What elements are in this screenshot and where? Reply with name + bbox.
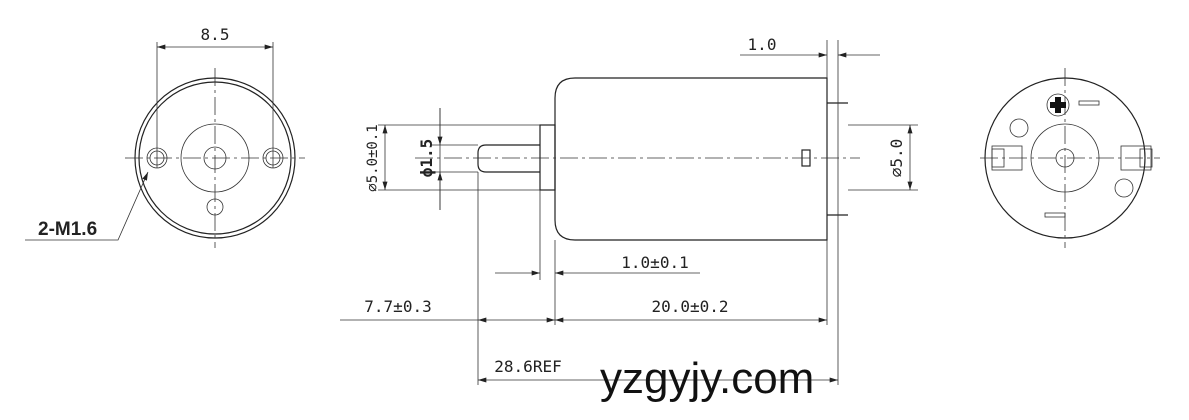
plus-terminal-icon <box>1050 97 1066 113</box>
body-length-dimension: 20.0±0.2 <box>651 297 728 316</box>
shaft-length-dimension: 7.7±0.3 <box>364 297 431 316</box>
front-view: 8.5 2-M1.6 <box>25 25 305 248</box>
boss-length-dimension: 1.0±0.1 <box>621 253 688 272</box>
rear-view <box>980 68 1160 248</box>
rear-diameter-dimension: ⌀5.0 <box>887 139 906 178</box>
watermark: yzgyjy.com <box>600 354 814 403</box>
side-view: ⌀5.0±0.1 ϕ1.5 1.0 ⌀5.0 1.0±0.1 7.7±0.3 2… <box>340 35 918 385</box>
overall-length-dimension: 28.6REF <box>494 357 561 376</box>
shaft-diameter-dimension: ϕ1.5 <box>417 139 436 178</box>
hole-pitch-dimension: 8.5 <box>201 25 230 44</box>
thread-label: 2-M1.6 <box>38 219 97 240</box>
body-diameter-dimension: ⌀5.0±0.1 <box>365 124 381 191</box>
terminal-offset-dimension: 1.0 <box>748 35 777 54</box>
